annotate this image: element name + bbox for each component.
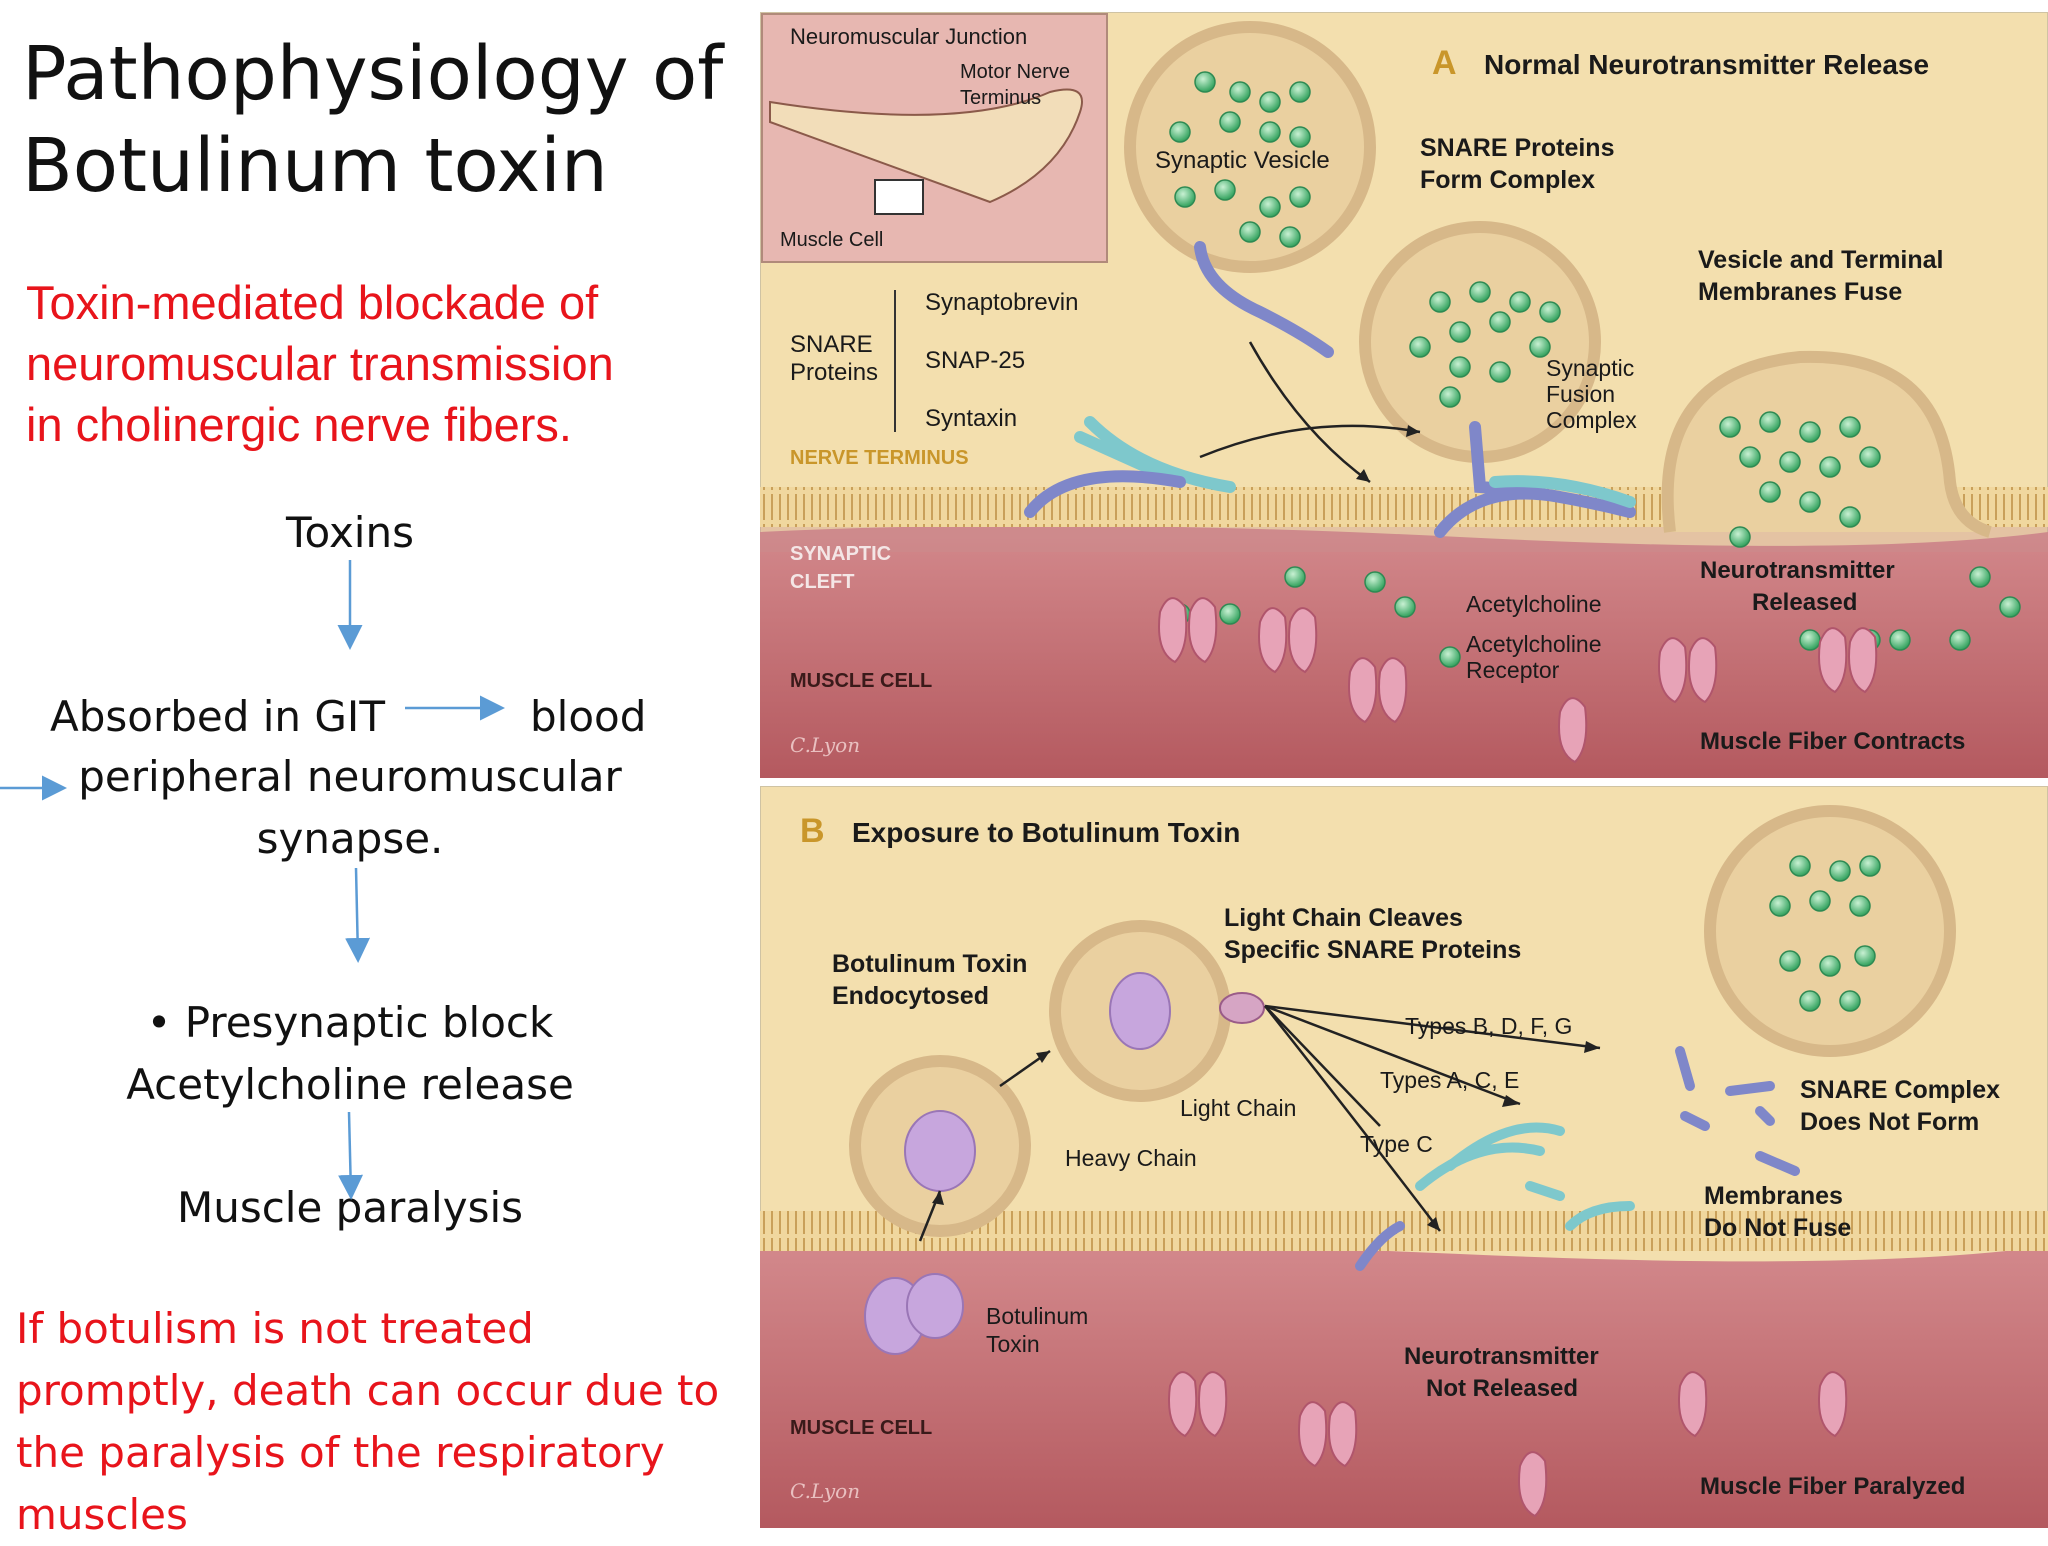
vesicle-dots-b [1769,855,1881,1012]
fuse-label-2: Membranes Fuse [1698,278,1902,306]
inset-title: Neuromuscular Junction [790,24,1027,49]
flow-acetylcholine-release: Acetylcholine release [126,1060,574,1109]
released-label-1: Neurotransmitter [1700,557,1895,584]
cleaved-snare-fragments [1355,1046,1800,1271]
signature-a: C.Lyon [790,733,860,757]
cleaves-label-1: Light Chain Cleaves [1224,904,1463,932]
synaptic-vesicle-1 [1124,21,1376,273]
fused-vesicle [1661,350,1992,538]
toxin-label-1: Botulinum [986,1303,1088,1329]
no-complex-label-1: SNARE Complex [1800,1076,2000,1104]
flow-peripheral: peripheral neuromuscular [78,752,622,801]
snare-label-2: Proteins [790,359,878,386]
inset-motor-2: Terminus [960,87,1041,109]
type-c-label: Type C [1360,1131,1433,1157]
released-label-2: Released [1752,589,1857,616]
fusion-label-1: Synaptic [1546,355,1634,381]
subtitle: Toxin-mediated blockade of neuromuscular… [26,276,614,451]
arrow-snare-forms [1199,424,1421,459]
types-ace-label: Types A, C, E [1380,1067,1519,1093]
types-bdfg-label: Types B, D, F, G [1405,1013,1572,1039]
synaptic-cleft-label-2: CLEFT [790,571,854,593]
no-complex-label-2: Does Not Form [1800,1108,1979,1136]
syntaxin-strand [1024,470,1186,518]
footnote: If botulism is not treated promptly, dea… [16,1304,720,1539]
flow-blood: blood [530,692,647,741]
fusion-strands [1434,421,1636,538]
fuse-label-1: Vesicle and Terminal [1698,246,1943,274]
not-released-label-2: Not Released [1426,1375,1578,1402]
arrow-release-down [338,1111,364,1200]
paralyzed-label: Muscle Fiber Paralyzed [1700,1473,1965,1500]
panel-a-heading: Normal Neurotransmitter Release [1484,49,1929,80]
no-fuse-label-2: Do Not Fuse [1704,1214,1851,1242]
signature-b: C.Lyon [790,1479,860,1503]
inset-muscle: Muscle Cell [780,229,883,251]
fusion-label-2: Fusion [1546,381,1615,407]
flow-synapse: synapse. [256,814,444,863]
not-released-label-1: Neurotransmitter [1404,1343,1599,1370]
panel-a-letter: A [1432,44,1457,82]
panel-a-diagram: Neuromuscular Junction Motor Nerve Termi… [760,12,2048,778]
panel-b-heading: Exposure to Botulinum Toxin [852,817,1240,848]
synaptic-vesicle-label: Synaptic Vesicle [1155,147,1330,174]
flow-absorbed: Absorbed in GIT [50,692,385,741]
synaptobrevin-label: Synaptobrevin [925,289,1078,316]
cleaves-label-2: Specific SNARE Proteins [1224,936,1521,964]
arrow-vesicle-to-complex [1248,341,1371,484]
acetylcholine-label: Acetylcholine [1466,591,1602,617]
syntaxin-label: Syntaxin [925,405,1017,432]
panel-b-diagram: B Exposure to Botulinum Toxin [760,786,2048,1528]
light-chain-label: Light Chain [1180,1095,1296,1121]
light-chain-shape [1219,992,1265,1024]
slide-title: Pathophysiology of Botulinum toxin [22,31,724,209]
snare-form-2: Form Complex [1420,166,1595,194]
receptor-label-2: Receptor [1466,657,1560,683]
snap25-label: SNAP-25 [925,347,1025,374]
flow-presynaptic-block: • Presynaptic block [146,998,554,1047]
no-fuse-label-1: Membranes [1704,1182,1843,1210]
snare-form-1: SNARE Proteins [1420,134,1614,162]
synaptic-cleft-label-1: SYNAPTIC [790,543,891,565]
flow-toxins: Toxins [286,508,414,557]
nerve-terminus-label: NERVE TERMINUS [790,447,969,469]
receptor-label-1: Acetylcholine [1466,631,1602,657]
flow-arrows [0,560,505,1200]
cleavage-arrows [918,1004,1601,1242]
toxin-label-2: Toxin [986,1331,1040,1357]
fusion-label-3: Complex [1546,407,1637,433]
muscle-cell-label-b: MUSCLE CELL [790,1417,932,1439]
inset-motor-1: Motor Nerve [960,61,1070,83]
heavy-chain-label: Heavy Chain [1065,1145,1197,1171]
endocytosed-label-1: Botulinum Toxin [832,950,1027,978]
acetylcholine-receptors [1158,597,1878,764]
botulinum-toxin-shapes [864,972,1171,1355]
synaptobrevin-strand [1194,241,1334,358]
panel-b-letter: B [800,812,825,850]
arrow-synapse-down [345,867,371,963]
receptors-b [1168,1371,1848,1518]
contracts-label: Muscle Fiber Contracts [1700,728,1965,755]
endocytosed-label-2: Endocytosed [832,982,989,1010]
undocked-vesicle [1704,805,1956,1057]
muscle-cell-label-a: MUSCLE CELL [790,670,932,692]
snare-label-1: SNARE [790,331,873,358]
